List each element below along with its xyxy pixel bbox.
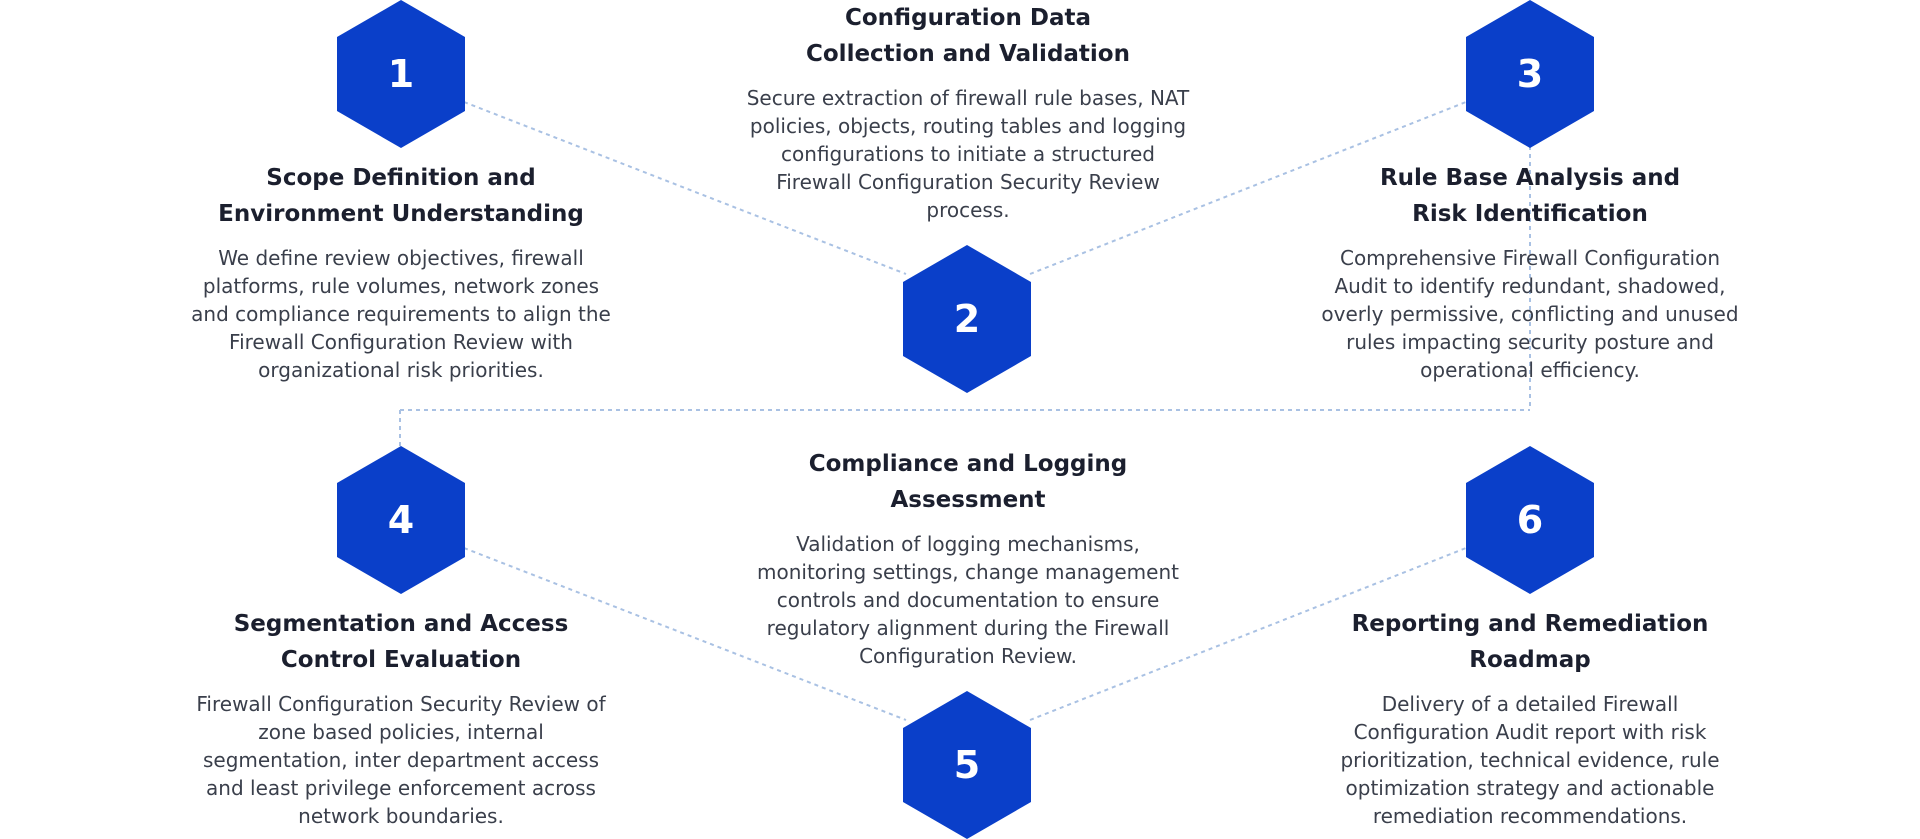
step-6-description: Delivery of a detailed Firewall Configur… bbox=[1340, 692, 1720, 828]
step-1-description: We define review objectives, firewall pl… bbox=[191, 246, 611, 382]
step-3-title: Rule Base Analysis and Risk Identificati… bbox=[1379, 165, 1681, 227]
step-1-text: Scope Definition and Environment Underst… bbox=[151, 160, 651, 384]
step-6-number: 6 bbox=[1516, 498, 1544, 542]
step-5-text: Compliance and Logging Assessment Valida… bbox=[718, 446, 1218, 670]
step-5-number: 5 bbox=[953, 743, 981, 787]
step-4-hexagon: 4 bbox=[337, 446, 465, 594]
step-6-hexagon: 6 bbox=[1466, 446, 1594, 594]
step-1-hexagon: 1 bbox=[337, 0, 465, 148]
step-4-number: 4 bbox=[387, 498, 415, 542]
step-3-hexagon: 3 bbox=[1466, 0, 1594, 148]
step-6-text: Reporting and Remediation Roadmap Delive… bbox=[1280, 606, 1780, 830]
step-2-text: Configuration Data Collection and Valida… bbox=[718, 0, 1218, 224]
step-5-hexagon: 5 bbox=[903, 691, 1031, 839]
step-3-description: Comprehensive Firewall Configuration Aud… bbox=[1321, 246, 1739, 382]
step-3-text: Rule Base Analysis and Risk Identificati… bbox=[1280, 160, 1780, 384]
step-4-text: Segmentation and Access Control Evaluati… bbox=[151, 606, 651, 830]
step-4-description: Firewall Configuration Security Review o… bbox=[196, 692, 606, 828]
step-2-title: Configuration Data Collection and Valida… bbox=[806, 5, 1130, 67]
step-5-description: Validation of logging mechanisms, monito… bbox=[757, 532, 1179, 668]
step-1-title: Scope Definition and Environment Underst… bbox=[218, 165, 584, 227]
step-1-number: 1 bbox=[387, 52, 415, 96]
step-3-number: 3 bbox=[1516, 52, 1544, 96]
step-2-description: Secure extraction of firewall rule bases… bbox=[746, 86, 1190, 222]
step-2-number: 2 bbox=[953, 297, 981, 341]
step-5-title: Compliance and Logging Assessment bbox=[808, 451, 1128, 513]
step-6-title: Reporting and Remediation Roadmap bbox=[1351, 611, 1709, 673]
step-4-title: Segmentation and Access Control Evaluati… bbox=[233, 611, 569, 673]
step-2-hexagon: 2 bbox=[903, 245, 1031, 393]
